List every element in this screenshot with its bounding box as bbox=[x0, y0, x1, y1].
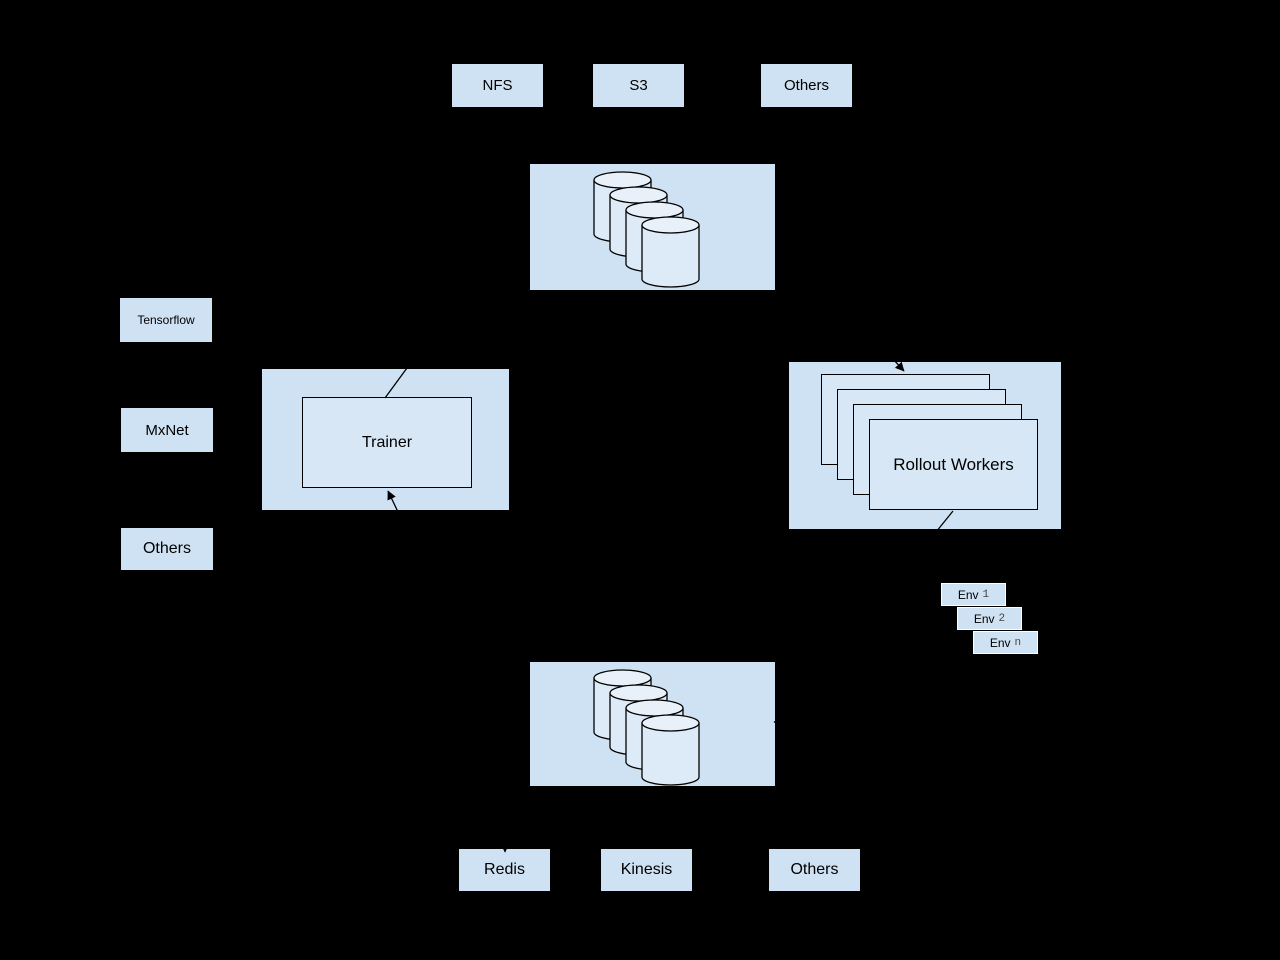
node-others-top-label: Others bbox=[783, 77, 829, 94]
node-tensorflow-label: Tensorflow bbox=[137, 313, 195, 327]
node-others-bottom: Others bbox=[769, 849, 860, 891]
database-cylinders-icon bbox=[593, 171, 700, 288]
node-mxnet: MxNet bbox=[121, 408, 213, 452]
node-mxnet-label: MxNet bbox=[145, 421, 189, 439]
node-tensorflow: Tensorflow bbox=[120, 298, 212, 342]
env-1-index: 1 bbox=[982, 588, 990, 601]
env-1-prefix: Env bbox=[957, 587, 979, 602]
node-nfs-label: NFS bbox=[482, 77, 513, 94]
node-others-frameworks-label: Others bbox=[142, 540, 191, 557]
rollout-workers-container: Rollout Workers bbox=[789, 362, 1061, 529]
node-s3: S3 bbox=[593, 64, 684, 107]
rollout-workers-label: Rollout Workers bbox=[893, 454, 1014, 474]
node-kinesis: Kinesis bbox=[601, 849, 692, 891]
trainer-container: Trainer bbox=[262, 369, 509, 510]
node-nfs: NFS bbox=[452, 64, 543, 107]
rollout-workers-box: Rollout Workers bbox=[869, 419, 1038, 510]
trainer-label: Trainer bbox=[361, 433, 413, 451]
env-n-prefix: Env bbox=[989, 635, 1011, 650]
node-others-top: Others bbox=[761, 64, 852, 107]
node-others-bottom-label: Others bbox=[790, 861, 839, 878]
node-kinesis-label: Kinesis bbox=[620, 861, 673, 878]
node-env-n: Env n bbox=[973, 631, 1038, 654]
model-storage-cluster bbox=[530, 164, 775, 290]
node-redis: Redis bbox=[459, 849, 550, 891]
env-2-prefix: Env bbox=[973, 611, 995, 626]
node-others-frameworks: Others bbox=[121, 528, 213, 570]
database-cylinders-icon bbox=[593, 669, 700, 786]
node-s3-label: S3 bbox=[629, 77, 648, 94]
node-redis-label: Redis bbox=[484, 861, 525, 878]
experience-storage-cluster bbox=[530, 662, 775, 786]
env-2-index: 2 bbox=[998, 612, 1006, 625]
node-env-1: Env 1 bbox=[941, 583, 1006, 606]
env-n-index: n bbox=[1014, 636, 1022, 649]
trainer-box: Trainer bbox=[302, 397, 472, 488]
node-env-2: Env 2 bbox=[957, 607, 1022, 630]
